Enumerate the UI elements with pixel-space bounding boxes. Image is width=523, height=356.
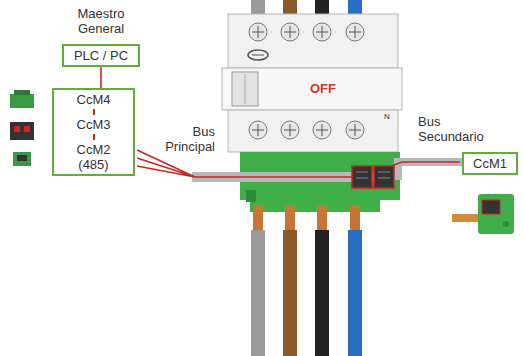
bus-connectors — [352, 166, 394, 188]
ccm1-picture — [452, 194, 514, 234]
module-box: CcM1 — [462, 152, 518, 175]
node-text: CcM2 (485) — [68, 142, 120, 172]
dashed-link — [93, 109, 95, 115]
bus-bars — [192, 158, 462, 182]
breaker-body — [222, 14, 402, 152]
master-heading: Maestro General — [55, 6, 147, 36]
node-text: CcM1 — [470, 156, 510, 171]
neutral-mark: N — [384, 112, 390, 122]
bus-link — [100, 67, 102, 88]
module-group-box: CcM4CcM3CcM2 (485) — [52, 88, 135, 176]
node-text: CcM3 — [68, 117, 120, 132]
bus-label: Bus Secundario — [418, 114, 500, 144]
bus-label: Bus Principal — [140, 124, 215, 154]
node-text: PLC / PC — [70, 48, 132, 63]
switch-state: OFF — [310, 81, 336, 96]
dashed-link — [93, 134, 95, 140]
node-text: CcM4 — [68, 92, 120, 107]
bottom-wires — [251, 205, 362, 356]
connector-icons — [10, 90, 34, 166]
bus-wires — [137, 150, 460, 177]
terminal-screws — [249, 23, 364, 139]
master-box: PLC / PC — [62, 44, 140, 67]
